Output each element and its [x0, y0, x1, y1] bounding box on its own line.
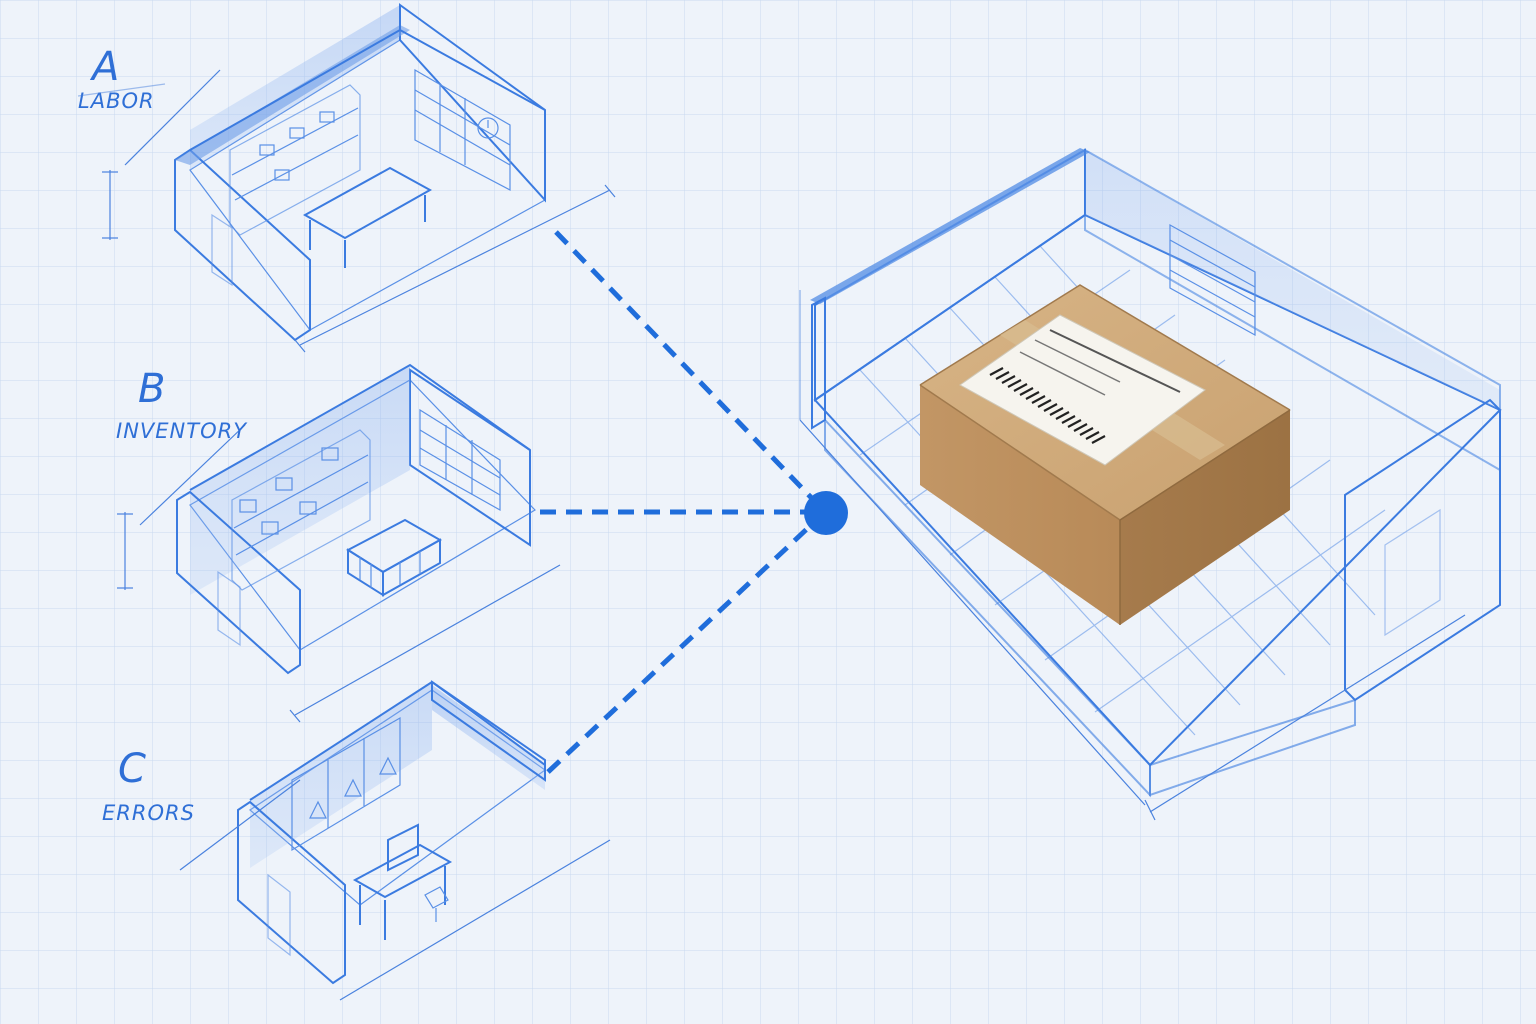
room-b-label: INVENTORY — [116, 419, 248, 443]
room-a-label: LABOR — [78, 89, 155, 113]
shipping-label — [959, 314, 1206, 466]
connector-a — [554, 230, 827, 514]
room-b-inventory: B INVENTORY — [116, 363, 561, 723]
room-b-letter: B — [138, 366, 165, 412]
cardboard-package — [919, 284, 1291, 625]
hub-node — [804, 491, 848, 535]
warehouse-with-package — [799, 148, 1502, 821]
room-c-errors: C ERRORS — [102, 680, 611, 1001]
connector-c — [546, 510, 827, 774]
room-a-letter: A — [89, 44, 119, 90]
room-c-letter: C — [118, 746, 146, 792]
room-c-label: ERRORS — [102, 801, 195, 825]
room-a-labor: A LABOR — [77, 3, 616, 353]
barcode — [989, 367, 1106, 444]
connector-lines — [540, 230, 848, 774]
